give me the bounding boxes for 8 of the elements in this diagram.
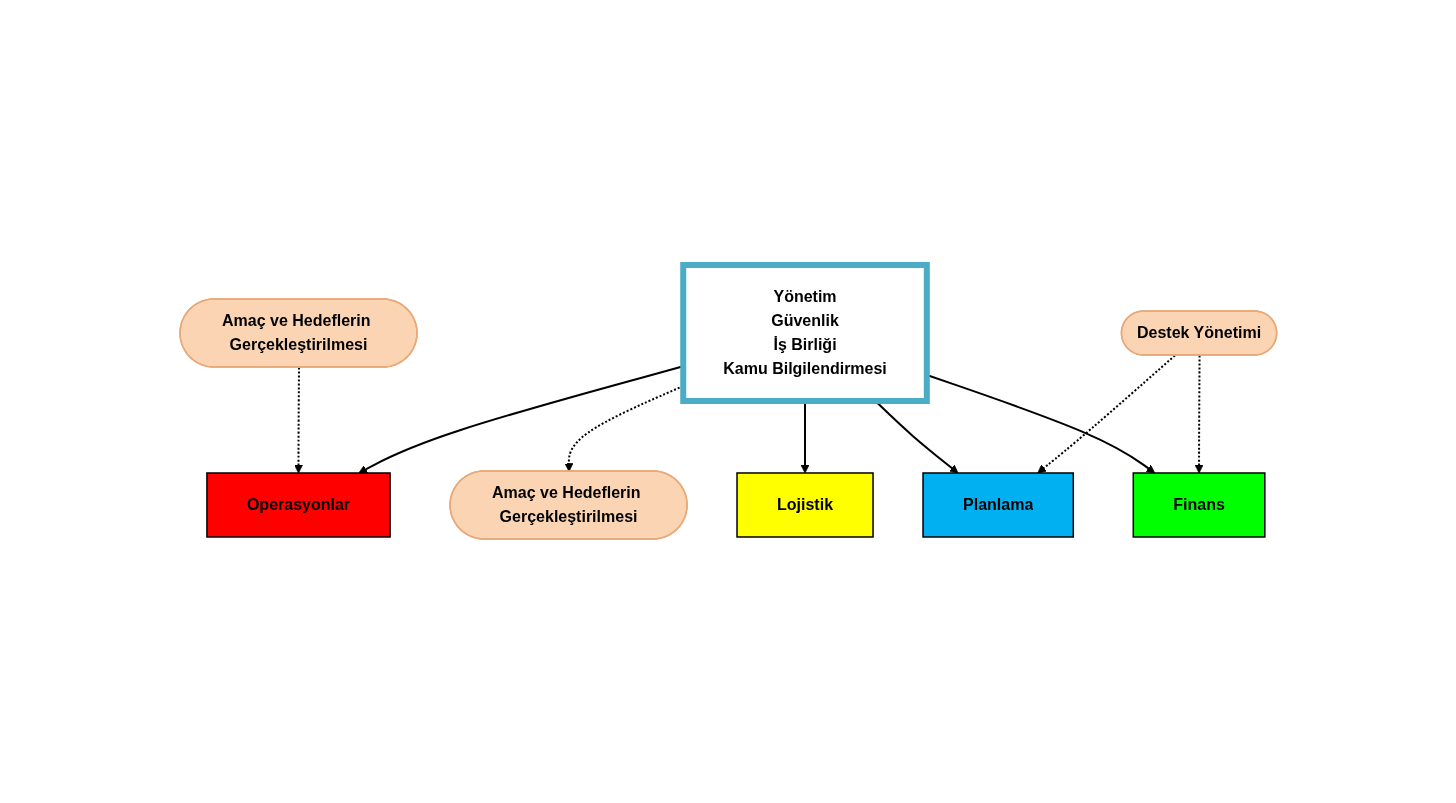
arrow bbox=[293, 366, 303, 473]
arrow bbox=[1194, 354, 1204, 473]
node-box: Planlama bbox=[921, 471, 1074, 538]
node-box: Lojistik bbox=[735, 471, 874, 538]
arrow bbox=[1037, 354, 1176, 473]
node-box: Operasyonlar bbox=[205, 471, 391, 538]
node-box: Finans bbox=[1132, 471, 1266, 538]
node-box: Yönetim Güvenlik İş Birliği Kamu Bilgilendirmesi bbox=[679, 261, 930, 404]
